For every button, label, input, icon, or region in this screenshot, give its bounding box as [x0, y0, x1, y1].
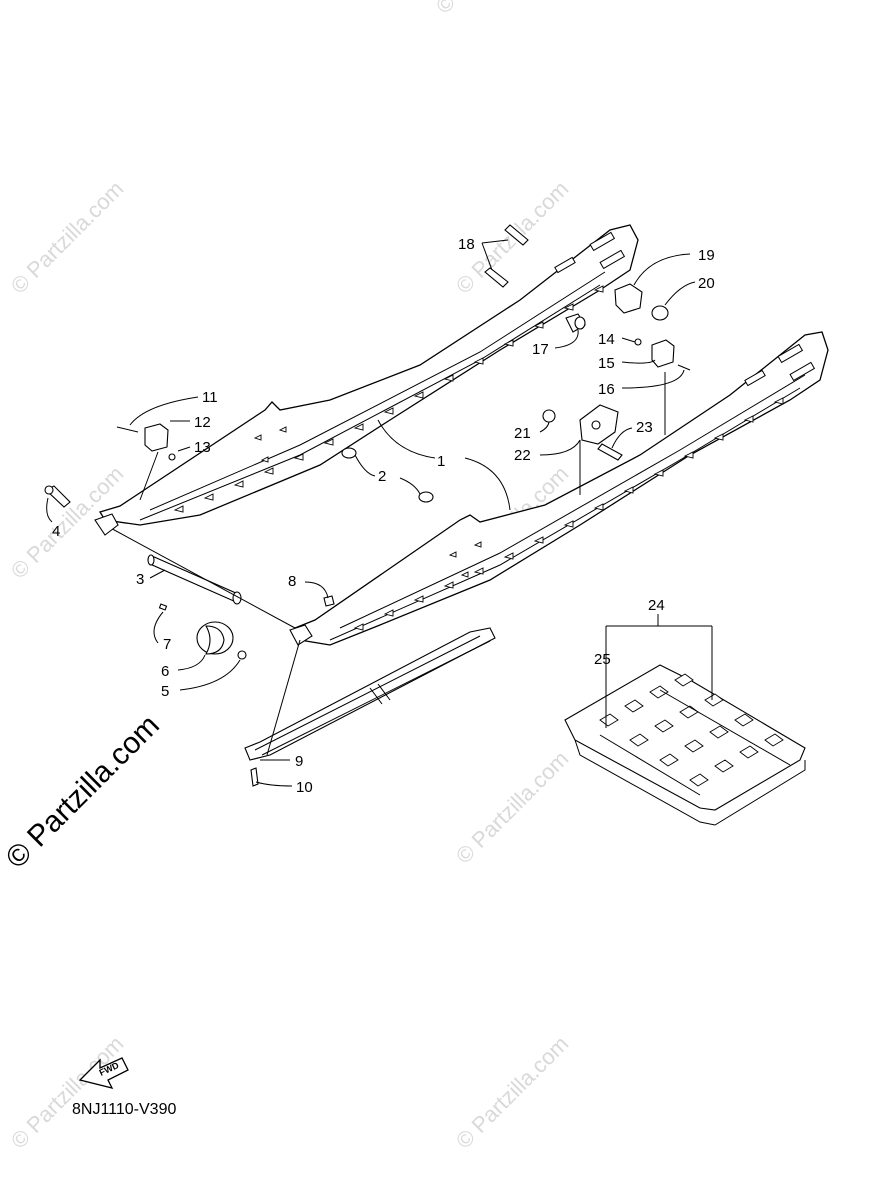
- callout-24: 24: [648, 597, 665, 614]
- callout-4: 4: [52, 523, 60, 540]
- callout-8: 8: [288, 573, 296, 590]
- spacer-2b: [418, 491, 434, 503]
- callout-13: 13: [194, 439, 211, 456]
- leader-lines: [46, 239, 713, 787]
- callout-15: 15: [598, 355, 615, 372]
- watermark: © Partzilla.com: [431, 0, 554, 19]
- callout-19: 19: [698, 247, 715, 264]
- watermark-main: © Partzilla.com: [0, 709, 166, 875]
- spacer-2a: [341, 447, 357, 459]
- callout-22: 22: [514, 447, 531, 464]
- callout-23: 23: [636, 419, 653, 436]
- bracket-21-23: [542, 404, 623, 461]
- block-front: [116, 423, 176, 461]
- callouts: 1 2 3 4 5 6 7 8 9 10 11 12 13 14 15 16 1…: [52, 236, 715, 796]
- idler-wheel: [158, 603, 247, 660]
- callout-20: 20: [698, 275, 715, 292]
- bolt-4: [44, 485, 71, 508]
- callout-21: 21: [514, 425, 531, 442]
- callout-1: 1: [437, 453, 445, 470]
- watermark: © Partzilla.com: [6, 176, 129, 299]
- watermark: © Partzilla.com: [451, 746, 574, 869]
- slide-rail-far: [98, 224, 639, 526]
- watermark: © Partzilla.com: [451, 1031, 574, 1154]
- spacer-17: [565, 313, 586, 333]
- callout-10: 10: [296, 779, 313, 796]
- clip-part: [323, 595, 335, 607]
- track-section: [564, 664, 806, 826]
- callout-2: 2: [378, 468, 386, 485]
- callout-25: 25: [594, 651, 611, 668]
- bolts-18: [484, 224, 529, 288]
- slide-rail-near: [294, 331, 829, 646]
- diagram-code: 8NJ1110-V390: [72, 1101, 177, 1118]
- callout-9: 9: [295, 753, 303, 770]
- slide-runner: [244, 627, 496, 787]
- callout-3: 3: [136, 571, 144, 588]
- rail-front-tips: [94, 513, 313, 646]
- callout-16: 16: [598, 381, 615, 398]
- callout-11: 11: [202, 389, 218, 406]
- watermark: © Partzilla.com: [6, 1031, 129, 1154]
- callout-14: 14: [598, 331, 615, 348]
- front-shaft: [104, 524, 296, 629]
- block-rear: [634, 338, 691, 371]
- callout-7: 7: [163, 636, 171, 653]
- bumper-19: [614, 283, 669, 321]
- callout-17: 17: [532, 341, 549, 358]
- callout-6: 6: [161, 663, 169, 680]
- callout-12: 12: [194, 414, 211, 431]
- callout-5: 5: [161, 683, 169, 700]
- callout-18: 18: [458, 236, 475, 253]
